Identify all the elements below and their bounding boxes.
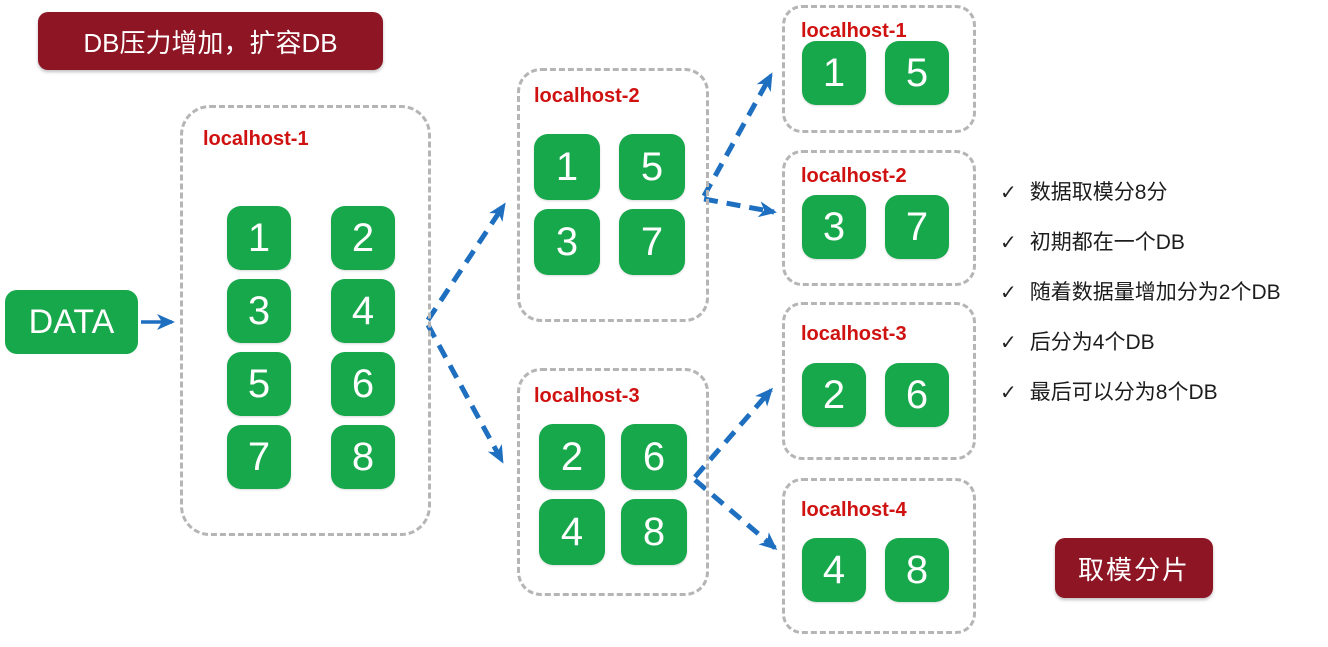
shard-grid: 2 6 4 8 xyxy=(539,424,687,565)
check-icon: ✓ xyxy=(1000,332,1017,354)
shard: 6 xyxy=(885,363,949,427)
host-label: localhost-3 xyxy=(534,385,640,407)
shard: 6 xyxy=(621,424,687,490)
shard: 2 xyxy=(331,206,395,270)
shard: 2 xyxy=(802,363,866,427)
host-box-stage3-localhost-3: localhost-3 2 6 xyxy=(782,302,976,460)
note-item: ✓ 最后可以分为8个DB xyxy=(1000,376,1328,406)
shard: 4 xyxy=(802,538,866,602)
shard: 3 xyxy=(534,209,600,275)
host-box-stage2-localhost-2: localhost-2 1 5 3 7 xyxy=(517,68,709,322)
arrow-l2-to-r1 xyxy=(701,72,774,198)
banner-db-expand: DB压力增加，扩容DB xyxy=(38,12,383,70)
data-node: DATA xyxy=(5,290,138,354)
shard: 8 xyxy=(885,538,949,602)
shard-grid: 4 8 xyxy=(802,538,949,602)
shard: 4 xyxy=(331,279,395,343)
shard: 8 xyxy=(331,425,395,489)
arrow-l2-to-r2 xyxy=(703,196,777,218)
host-box-stage3-localhost-4: localhost-4 4 8 xyxy=(782,478,976,634)
notes-list: ✓ 数据取模分8分 ✓ 初期都在一个DB ✓ 随着数据量增加分为2个DB ✓ 后分为4个… xyxy=(1000,176,1328,426)
note-text: 初期都在一个DB xyxy=(1029,231,1185,254)
shard: 7 xyxy=(619,209,685,275)
note-text: 数据取模分8分 xyxy=(1029,181,1168,204)
shard: 8 xyxy=(621,499,687,565)
host-label: localhost-2 xyxy=(801,165,907,187)
host-label: localhost-2 xyxy=(534,85,640,107)
shard: 1 xyxy=(227,206,291,270)
shard: 6 xyxy=(331,352,395,416)
shard: 1 xyxy=(534,134,600,200)
shard-grid: 3 7 xyxy=(802,195,949,259)
arrow-s1-to-localhost2 xyxy=(425,202,507,322)
check-icon: ✓ xyxy=(1000,382,1017,404)
check-icon: ✓ xyxy=(1000,182,1017,204)
shard-grid: 2 6 xyxy=(802,363,949,427)
host-box-stage3-localhost-2: localhost-2 3 7 xyxy=(782,150,976,286)
shard: 1 xyxy=(802,41,866,105)
shard-grid: 1 5 xyxy=(802,41,949,105)
note-item: ✓ 后分为4个DB xyxy=(1000,326,1328,356)
banner-modulo-sharding: 取模分片 xyxy=(1055,538,1213,598)
shard: 5 xyxy=(885,41,949,105)
check-icon: ✓ xyxy=(1000,282,1017,304)
check-icon: ✓ xyxy=(1000,232,1017,254)
arrow-s1-to-localhost3 xyxy=(425,323,505,464)
shard-grid: 1 2 3 4 5 6 7 8 xyxy=(227,206,395,489)
host-box-stage2-localhost-3: localhost-3 2 6 4 8 xyxy=(517,368,709,596)
shard: 2 xyxy=(539,424,605,490)
host-box-stage1-localhost-1: localhost-1 1 2 3 4 5 6 7 8 xyxy=(180,105,431,536)
host-label: localhost-3 xyxy=(801,323,907,345)
note-text: 后分为4个DB xyxy=(1029,331,1155,354)
shard: 3 xyxy=(227,279,291,343)
shard: 7 xyxy=(885,195,949,259)
host-box-stage3-localhost-1: localhost-1 1 5 xyxy=(782,5,976,133)
shard: 7 xyxy=(227,425,291,489)
note-text: 最后可以分为8个DB xyxy=(1029,381,1218,404)
host-label: localhost-1 xyxy=(203,128,309,150)
shard-grid: 1 5 3 7 xyxy=(534,134,685,275)
shard: 4 xyxy=(539,499,605,565)
shard: 5 xyxy=(619,134,685,200)
shard: 3 xyxy=(802,195,866,259)
host-label: localhost-4 xyxy=(801,499,907,521)
note-text: 随着数据量增加分为2个DB xyxy=(1029,281,1281,304)
shard: 5 xyxy=(227,352,291,416)
note-item: ✓ 随着数据量增加分为2个DB xyxy=(1000,276,1328,306)
note-item: ✓ 初期都在一个DB xyxy=(1000,226,1328,256)
host-label: localhost-1 xyxy=(801,20,907,42)
note-item: ✓ 数据取模分8分 xyxy=(1000,176,1328,206)
